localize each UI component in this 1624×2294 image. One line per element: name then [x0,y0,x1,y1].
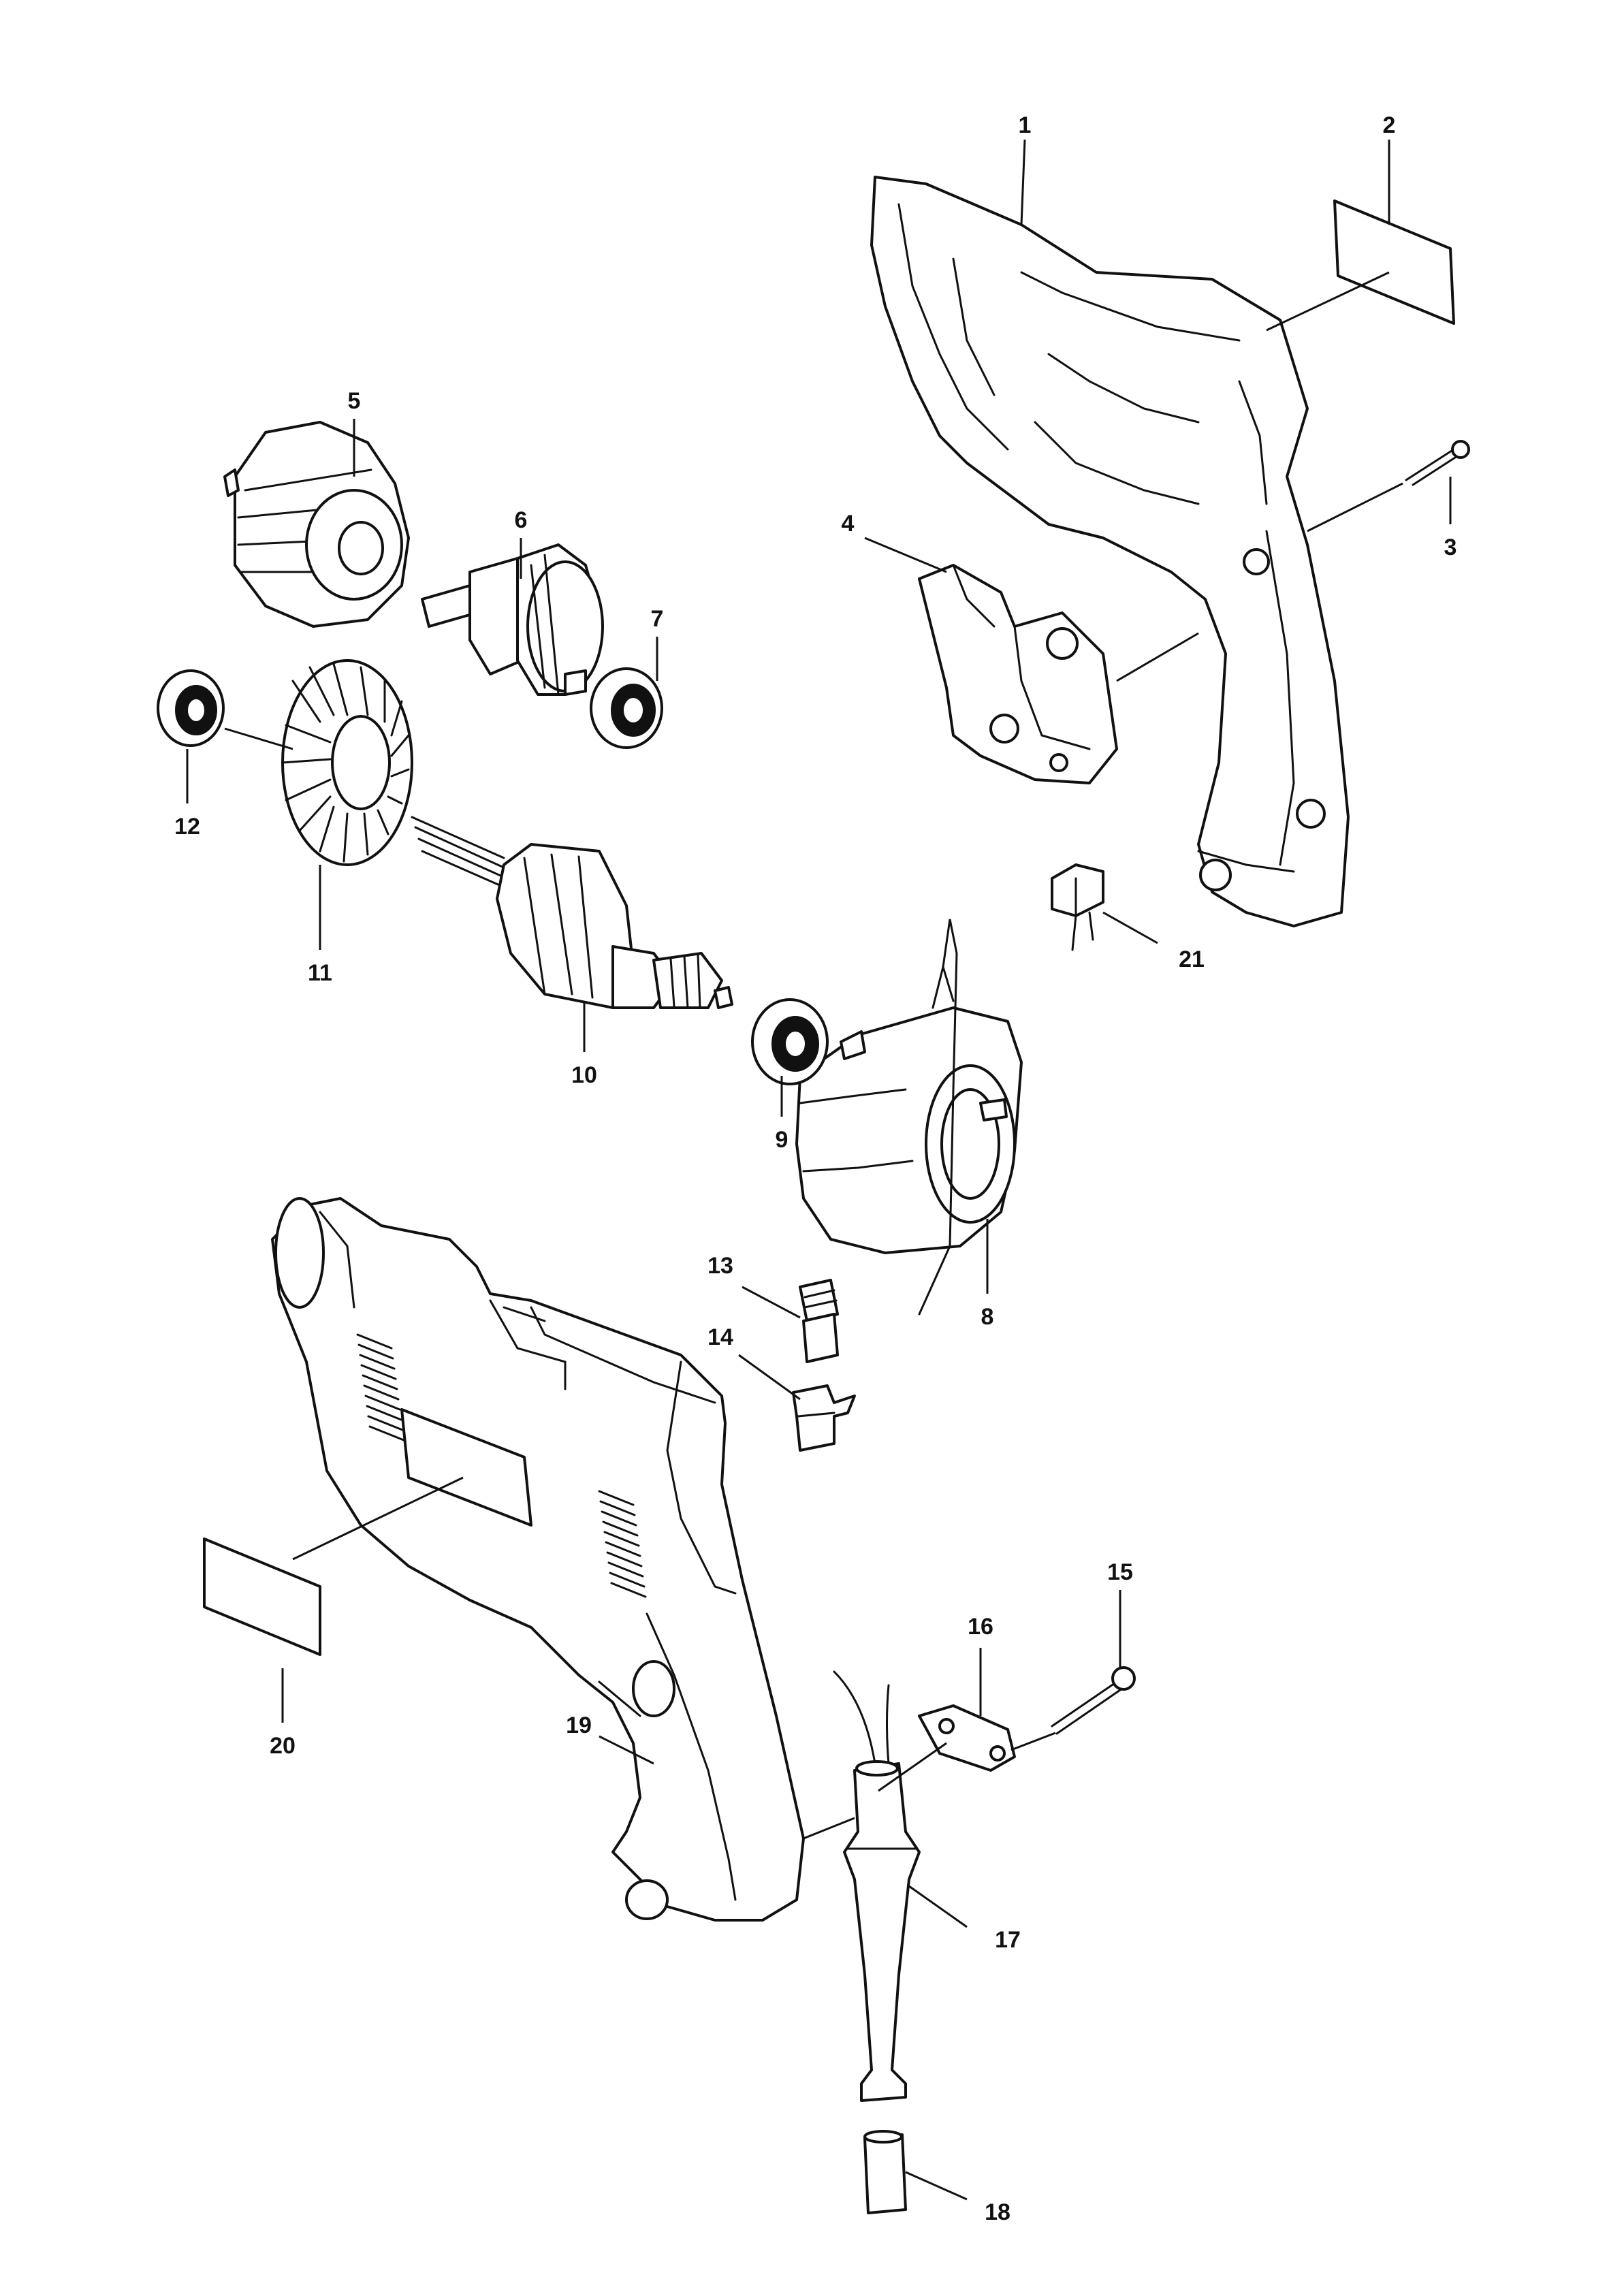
part-19-housing-set [271,1197,805,1922]
part-12-bearing [157,669,225,747]
part-16-strain-relief [918,1704,1016,1772]
part-1-housing-half [870,176,1350,927]
callout-14: 14 [707,1324,733,1350]
part-20-label [203,1538,321,1656]
leader-20b [292,1476,464,1561]
callout-18: 18 [985,2199,1010,2225]
part-14-carbon-brush [792,1384,856,1452]
callout-21: 21 [1179,946,1205,972]
part-10-armature [411,816,733,1009]
callout-9: 9 [776,1127,789,1153]
callout-5: 5 [348,388,361,414]
callout-11: 11 [308,960,332,986]
callout-15: 15 [1107,1559,1133,1585]
callout-10: 10 [571,1062,597,1088]
part-18-cord [863,2130,907,2214]
part-21-noise-suppressor [1051,863,1104,951]
leader-3b [1307,482,1403,532]
callout-labels: 1 2 3 4 5 6 7 8 9 10 11 12 13 14 15 16 1… [174,112,1456,2225]
leader-2b [1266,271,1390,332]
callout-6: 6 [515,507,528,533]
leader-15b [1010,1732,1056,1751]
part-6-spindle-gear [421,543,604,696]
leader-17b [803,1817,855,1840]
callout-16: 16 [968,1614,993,1640]
part-17-cord-guard [833,1670,921,2102]
leader-17 [908,1885,968,1928]
part-9-bearing [751,998,829,1085]
leader-21 [1102,911,1158,944]
part-13-brush-holder [799,1279,839,1363]
callout-7: 7 [651,606,664,632]
leader-14 [738,1354,801,1401]
callout-1: 1 [1019,112,1032,138]
part-7-bearing [590,667,663,749]
callout-19: 19 [566,1712,592,1738]
callout-3: 3 [1444,535,1457,560]
leader-lines [186,139,1452,2201]
callout-8: 8 [981,1304,994,1330]
leader-18 [905,2171,968,2201]
part-11-fan [281,659,413,866]
leader-13 [742,1286,801,1319]
leader-4 [864,537,947,573]
part-2-label [1333,200,1455,325]
leader-1 [1020,139,1026,225]
callout-17: 17 [995,1927,1021,1953]
callout-2: 2 [1383,112,1396,138]
leader-4b [1116,632,1199,682]
part-15-screw [1051,1666,1136,1735]
callout-12: 12 [174,814,200,840]
leader-16b [878,1742,947,1792]
leader-19 [599,1735,654,1765]
callout-20: 20 [270,1733,296,1759]
part-5-chuck [223,421,410,628]
part-4-switch [918,564,1118,784]
part-3-screw [1405,440,1470,486]
part-8-field-stator [795,919,1023,1316]
leader-12b [224,727,293,750]
callout-4: 4 [842,511,855,537]
callout-13: 13 [707,1253,733,1279]
